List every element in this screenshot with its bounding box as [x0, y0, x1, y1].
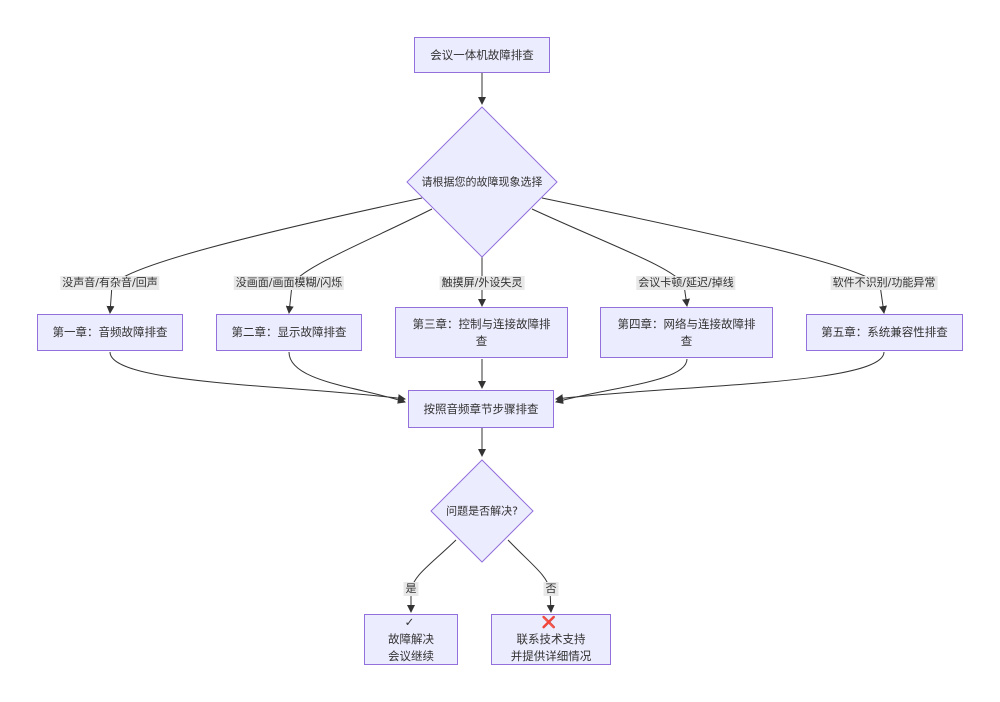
- chapter-1-label: 第一章：音频故障排查: [52, 325, 168, 339]
- resolved-node: ✓ 故障解决 会议继续: [364, 614, 458, 665]
- decision-choose-label: 请根据您的故障现象选择: [421, 175, 543, 189]
- chapter-3-node: 第三章：控制与连接故障排查: [395, 307, 568, 358]
- resolved-text: ✓ 故障解决 会议继续: [388, 614, 434, 665]
- chapter-4-node: 第四章：网络与连接故障排查: [600, 307, 773, 358]
- chapter-4-label: 第四章：网络与连接故障排查: [617, 316, 756, 348]
- decision-solved-label: 问题是否解决?: [446, 504, 518, 518]
- edge-label-no: 否: [543, 582, 559, 596]
- edge-label-audio: 没声音/有杂音/回声: [60, 276, 160, 290]
- edge-label-software: 软件不识别/功能异常: [830, 276, 938, 290]
- chapter-3-label: 第三章：控制与连接故障排查: [412, 316, 551, 348]
- chapter-1-node: 第一章：音频故障排查: [37, 314, 183, 351]
- chapter-2-node: 第二章：显示故障排查: [216, 314, 362, 351]
- chapter-2-label: 第二章：显示故障排查: [231, 325, 347, 339]
- edge-ch4-to-follow: [555, 358, 688, 404]
- edge-label-touch: 触摸屏/外设失灵: [439, 276, 525, 290]
- cross-icon: ❌: [541, 615, 557, 629]
- edge-question-no: [507, 539, 555, 613]
- start-node: 会议一体机故障排查: [414, 37, 550, 73]
- edge-choose-to-ch1: [106, 197, 423, 314]
- follow-steps-node: 按照音频章节步骤排查: [408, 390, 554, 428]
- edge-label-network: 会议卡顿/延迟/掉线: [636, 276, 736, 290]
- follow-steps-label: 按照音频章节步骤排查: [423, 401, 539, 416]
- support-line-1: ❌ 联系技术支持: [511, 614, 592, 648]
- edge-ch5-to-follow: [555, 351, 885, 403]
- support-node: ❌ 联系技术支持 并提供详细情况: [491, 614, 611, 665]
- resolved-line-1: ✓ 故障解决: [388, 614, 434, 648]
- edge-choose-to-ch5: [541, 197, 887, 314]
- chapter-5-label: 第五章：系统兼容性排查: [821, 325, 948, 339]
- edge-ch2-to-follow: [288, 351, 406, 404]
- check-icon: ✓: [404, 615, 415, 629]
- edge-label-display: 没画面/画面模糊/闪烁: [233, 276, 345, 290]
- support-text: ❌ 联系技术支持 并提供详细情况: [511, 614, 592, 665]
- edge-choose-to-ch2: [285, 208, 433, 314]
- support-title: 联系技术支持: [516, 632, 586, 646]
- decision-diamond-solved: [430, 459, 534, 563]
- chapter-5-node: 第五章：系统兼容性排查: [806, 314, 963, 351]
- start-node-label: 会议一体机故障排查: [430, 47, 534, 62]
- edge-ch1-to-follow: [109, 351, 406, 403]
- resolved-title: 故障解决: [388, 632, 434, 646]
- resolved-line-2: 会议继续: [388, 649, 434, 663]
- edge-question-yes: [407, 539, 457, 613]
- edge-label-yes: 是: [403, 582, 419, 596]
- support-line-2: 并提供详细情况: [510, 649, 592, 663]
- decision-diamond-choose: [406, 106, 558, 258]
